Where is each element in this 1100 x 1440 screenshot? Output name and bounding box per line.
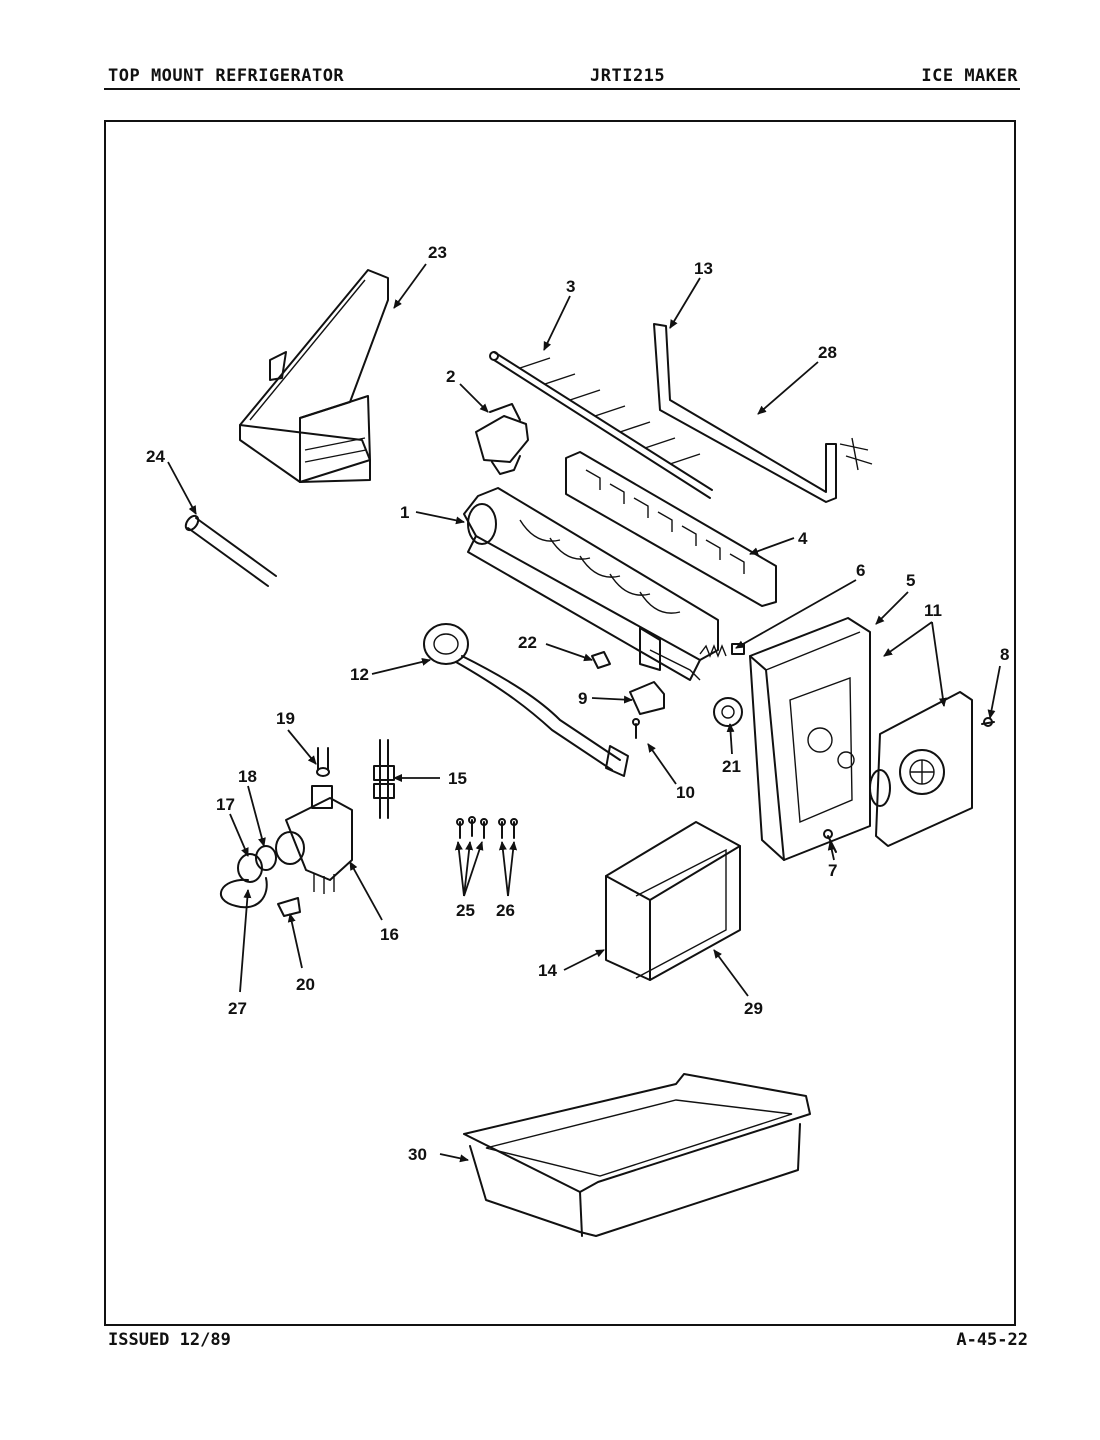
callout-4: 4 bbox=[798, 529, 808, 548]
part-29-liner bbox=[635, 848, 727, 979]
callout-3: 3 bbox=[566, 277, 575, 296]
callout-9: 9 bbox=[578, 689, 587, 708]
callout-6: 6 bbox=[856, 561, 865, 580]
part-11-motor-plate bbox=[869, 691, 973, 847]
callout-28: 28 bbox=[818, 343, 837, 362]
part-21-gear bbox=[713, 697, 743, 727]
header-model-number: JRTI215 bbox=[590, 66, 666, 86]
part-12-thermostat-harness bbox=[423, 623, 629, 777]
part-9-bracket bbox=[629, 681, 665, 715]
part-19-tube bbox=[316, 747, 330, 777]
callout-30: 30 bbox=[408, 1145, 427, 1164]
part-6-spring bbox=[699, 643, 745, 658]
callout-10: 10 bbox=[676, 783, 695, 802]
callout-27: 27 bbox=[228, 999, 247, 1018]
callout-labels: 1 2 3 4 5 6 7 8 9 10 11 12 13 14 15 16 1… bbox=[146, 243, 1009, 1164]
part-27-wire bbox=[220, 877, 268, 909]
callout-2: 2 bbox=[446, 367, 455, 386]
leader-lines bbox=[167, 263, 1001, 1163]
header-rule bbox=[104, 88, 1020, 90]
callout-5: 5 bbox=[906, 571, 915, 590]
callout-14: 14 bbox=[538, 961, 557, 980]
callout-21: 21 bbox=[722, 757, 741, 776]
callout-15: 15 bbox=[448, 769, 467, 788]
part-22-clip bbox=[591, 651, 611, 669]
callout-13: 13 bbox=[694, 259, 713, 278]
callout-23: 23 bbox=[428, 243, 447, 262]
part-15-union bbox=[373, 739, 395, 819]
callout-7: 7 bbox=[828, 861, 837, 880]
part-25-screws bbox=[456, 816, 488, 839]
callout-1: 1 bbox=[400, 503, 409, 522]
part-10-screw bbox=[632, 718, 640, 739]
callout-22: 22 bbox=[518, 633, 537, 652]
callout-24: 24 bbox=[146, 447, 165, 466]
callout-17: 17 bbox=[216, 795, 235, 814]
callout-18: 18 bbox=[238, 767, 257, 786]
callout-11: 11 bbox=[924, 601, 942, 620]
part-16-water-valve bbox=[275, 785, 353, 894]
part-8-screw bbox=[981, 717, 995, 727]
part-26-screws bbox=[498, 818, 518, 839]
footer-page-code: A-45-22 bbox=[956, 1330, 1028, 1350]
part-2-fill-trough bbox=[475, 403, 529, 475]
part-14-box bbox=[605, 821, 741, 981]
part-20-clamp bbox=[277, 897, 301, 917]
part-3-ejector bbox=[489, 351, 713, 499]
part-24-fill-tube bbox=[184, 514, 277, 587]
footer-issue-date: ISSUED 12/89 bbox=[108, 1330, 231, 1350]
part-18-seal bbox=[255, 845, 277, 871]
callout-26: 26 bbox=[496, 901, 515, 920]
part-4-stripper bbox=[565, 451, 777, 607]
callout-25: 25 bbox=[456, 901, 475, 920]
callout-19: 19 bbox=[276, 709, 295, 728]
callout-16: 16 bbox=[380, 925, 399, 944]
header-section-title: TOP MOUNT REFRIGERATOR bbox=[108, 66, 345, 86]
callout-12: 12 bbox=[350, 665, 369, 684]
diagram-frame bbox=[104, 120, 1016, 1326]
callout-8: 8 bbox=[1000, 645, 1009, 664]
part-23-shroud bbox=[239, 269, 389, 483]
part-30-ice-bucket bbox=[463, 1073, 811, 1237]
part-1-mold bbox=[463, 487, 719, 681]
part-5-housing bbox=[749, 617, 871, 861]
callout-29: 29 bbox=[744, 999, 763, 1018]
part-28-shutoff-arm bbox=[653, 323, 873, 503]
part-17-fitting bbox=[237, 853, 263, 883]
header-assembly-name: ICE MAKER bbox=[921, 66, 1018, 86]
callout-20: 20 bbox=[296, 975, 315, 994]
